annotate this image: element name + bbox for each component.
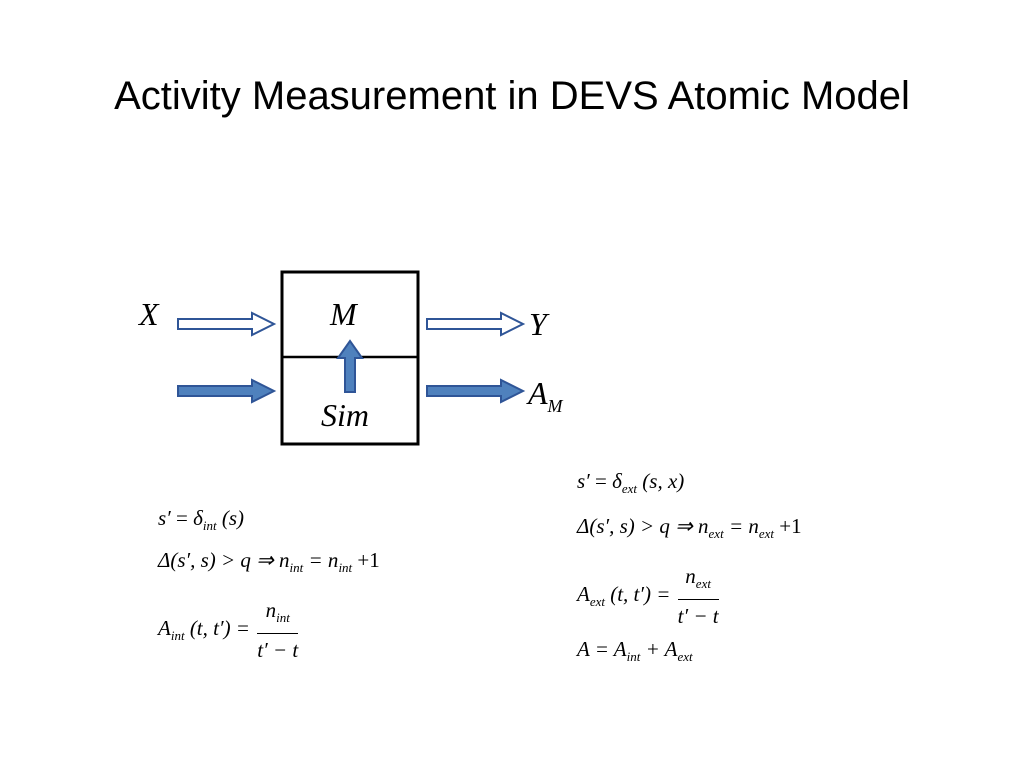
output-arrow-hollow [426, 311, 526, 337]
fraction-int: nint t′ − t [257, 598, 299, 662]
output-label: Y [529, 306, 547, 342]
fraction-ext: next t′ − t [677, 564, 719, 628]
eq-ext-activity: Aext (t, t′) = next t′ − t [577, 564, 719, 628]
input-arrow-hollow [177, 311, 277, 337]
input-arrow-filled [177, 378, 277, 404]
eq-int-activity: Aint (t, t′) = nint t′ − t [158, 598, 299, 662]
eq-total-activity: A = Aint + Aext [577, 637, 693, 664]
eq-ext-count: Δ(s′, s) > q ⇒ next = next +1 [577, 514, 802, 541]
input-label: X [139, 296, 159, 332]
sim-label: Sim [321, 397, 369, 433]
eq-int-transition: s′ = δint (s) [158, 506, 245, 533]
activity-label: AM [528, 375, 563, 416]
sim-to-model-arrow [336, 339, 364, 393]
activity-label-sub: M [547, 396, 563, 416]
eq-int-count: Δ(s′, s) > q ⇒ nint = nint +1 [158, 548, 380, 575]
eq-ext-transition: s′ = δext (s, x) [577, 469, 685, 496]
slide-title: Activity Measurement in DEVS Atomic Mode… [114, 74, 910, 118]
output-arrow-filled [426, 378, 526, 404]
model-label: M [330, 296, 357, 332]
